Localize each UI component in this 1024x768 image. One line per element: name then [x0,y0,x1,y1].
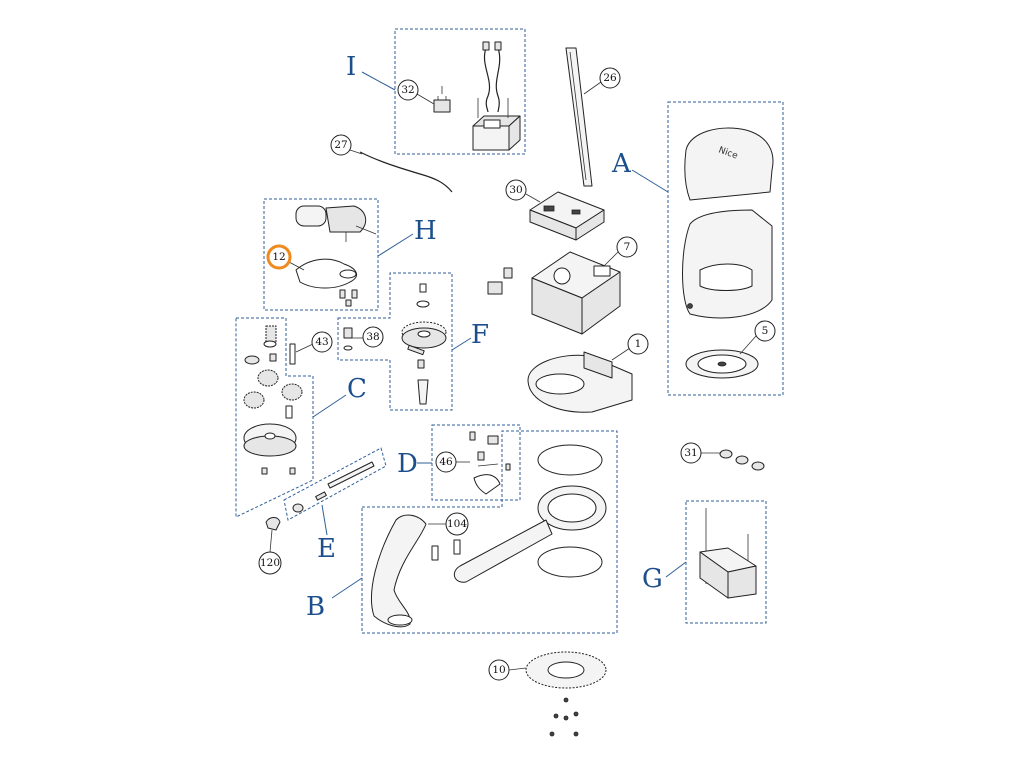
o-ring-upper-part [537,444,603,476]
callout-leader-120 [269,529,273,553]
callout-27: 27 [330,134,352,156]
callout-leader-10 [508,667,527,671]
callout-leader-12 [288,261,305,271]
leader-i [361,71,396,91]
callout-7: 7 [616,236,638,258]
release-shaft-part [292,461,375,513]
group-label-a: A [611,149,632,179]
antenna-part [565,47,593,187]
control-board-part [529,191,605,241]
svg-text:38: 38 [366,331,379,343]
group-label-i: I [346,52,356,82]
motor-part [295,205,377,242]
release-lever-part [469,431,511,495]
svg-text:27: 27 [334,139,347,151]
svg-text:43: 43 [315,336,328,348]
disc-part [685,349,759,379]
svg-text:7: 7 [624,241,631,253]
callout-31: 31 [680,442,702,464]
cable-part [359,151,453,193]
group-label-d: D [397,449,418,479]
encoder-disc-part [525,651,607,737]
callout-5: 5 [754,320,776,342]
callout-leader-5 [739,335,757,355]
cover-part: Nice [684,127,774,201]
callout-38: 38 [362,326,384,348]
gear-train-part [243,325,303,475]
group-box-b [361,430,618,634]
group-box-c [235,317,314,518]
callout-leader-26 [583,81,602,95]
callout-leader-30 [525,193,541,203]
callout-120: 120 [258,551,282,575]
group-box-i [394,28,526,155]
leader-g [665,561,687,578]
svg-text:10: 10 [492,664,505,676]
group-box-a [667,101,784,396]
pinion-38-part [343,327,353,351]
leader-h [377,233,414,257]
svg-text:1: 1 [635,338,642,350]
group-label-f: F [471,320,489,350]
curved-arm-part [371,514,461,628]
group-box-f [337,272,453,411]
callout-12-highlighted: 12 [266,244,292,270]
svg-text:31: 31 [684,447,697,459]
group-box-h [263,198,379,311]
base-housing-part [527,351,633,413]
callout-30: 30 [505,179,527,201]
callout-26: 26 [599,67,621,89]
svg-text:12: 12 [272,251,285,263]
output-gear-part [401,283,447,405]
body-shell-part [682,209,773,319]
group-label-h: H [414,216,437,246]
callout-104: 104 [445,512,469,536]
wire-harness-part [477,41,509,118]
transformer-part [472,115,521,151]
callout-46: 46 [435,451,457,473]
key-120-part [265,517,281,531]
mounting-bracket-part [699,508,757,599]
svg-text:5: 5 [762,325,769,337]
svg-text:104: 104 [447,518,467,530]
leader-e [321,504,328,536]
group-label-c: C [347,374,367,404]
group-box-d [431,424,521,501]
svg-text:120: 120 [260,557,280,569]
terminal-block-part [433,86,451,113]
callout-leader-27 [349,149,363,155]
svg-text:46: 46 [439,456,453,468]
pin-43-part [289,343,296,365]
group-label-e: E [317,534,336,564]
leader-f [451,337,472,351]
group-label-b: B [306,592,325,622]
leader-a [631,169,669,193]
callout-leader-7 [603,251,619,267]
caps-31-part [719,449,765,471]
motor-plate-part [295,258,358,307]
svg-text:26: 26 [603,72,617,84]
callout-leader-1 [611,347,631,361]
callout-10: 10 [488,659,510,681]
svg-text:30: 30 [509,184,522,196]
o-ring-lower-part [537,546,603,578]
svg-text:32: 32 [401,84,414,96]
drive-arm-part [453,485,607,583]
group-label-g: G [642,564,663,594]
leader-c [312,394,347,418]
callout-leader-43 [295,343,314,353]
group-box-e [283,447,387,521]
callout-43: 43 [311,331,333,353]
leader-b [331,577,363,599]
callout-leader-32 [416,93,435,105]
callout-1: 1 [627,333,649,355]
callout-32: 32 [397,79,419,101]
gearbox-housing-part [487,251,621,335]
